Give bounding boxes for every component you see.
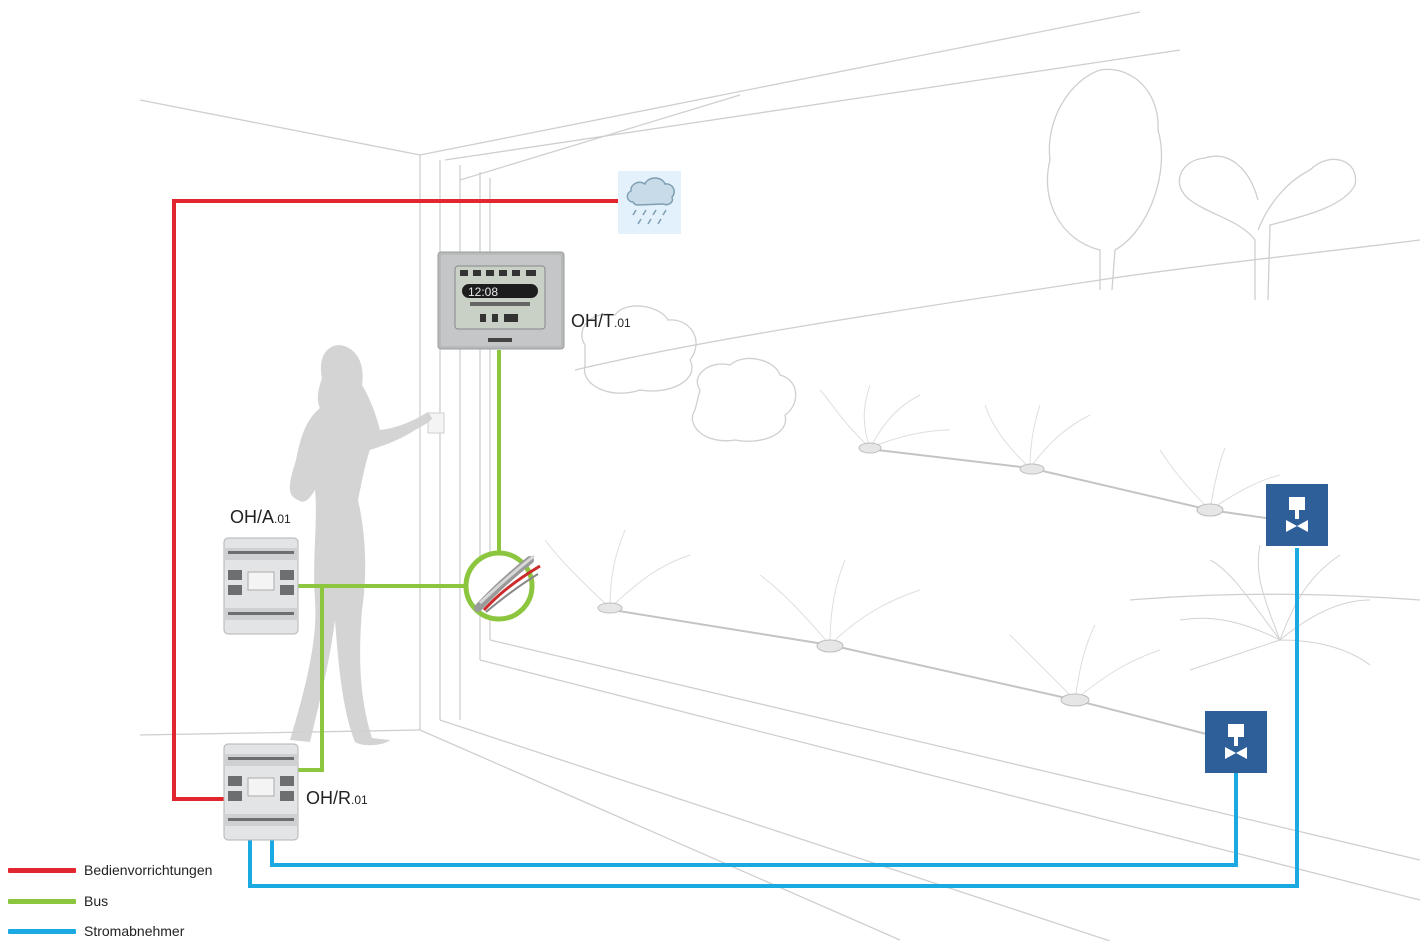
legend-swatch-blue — [8, 928, 76, 934]
thermostat-name: OH/T — [571, 311, 614, 331]
red-control-wire — [172, 199, 620, 801]
thermostat-suffix: .01 — [614, 316, 631, 330]
legend-item-bus: Bus — [8, 892, 108, 910]
control-panel-device: 12:08 — [437, 251, 565, 350]
tree-sketch — [581, 68, 1357, 442]
thermostat-label: OH/T.01 — [571, 311, 631, 332]
rain-cloud-icon — [626, 177, 675, 225]
actuator-name: OH/A — [230, 507, 275, 527]
actuator-suffix: .01 — [274, 512, 291, 526]
cable-icon — [463, 550, 541, 622]
green-bus-wires — [298, 350, 501, 772]
sprinkler-sprays — [544, 384, 1281, 701]
receiver-label: OH/R.01 — [306, 788, 368, 809]
blue-power-wires — [248, 548, 1299, 888]
sprinkler-pipes — [599, 447, 1281, 736]
sprinkler-heads — [597, 442, 1224, 707]
valve-box-2 — [1205, 711, 1267, 773]
plant-sketch — [1179, 544, 1371, 671]
panel-display-time: 12:08 — [468, 285, 498, 299]
legend-label: Bedienvorrichtungen — [84, 862, 213, 878]
legend-label: Bus — [84, 893, 109, 909]
legend-item-power: Stromabnehmer — [8, 922, 184, 940]
legend-item-control: Bedienvorrichtungen — [8, 861, 212, 879]
actuator-label: OH/A.01 — [230, 507, 291, 528]
person-silhouette — [289, 345, 432, 746]
valve-icon — [1286, 497, 1308, 532]
receiver-name: OH/R — [306, 788, 351, 808]
legend-swatch-red — [8, 867, 76, 873]
actuator-device — [223, 537, 299, 635]
receiver-device — [223, 743, 299, 841]
legend-label: Stromabnehmer — [84, 923, 185, 939]
receiver-suffix: .01 — [351, 793, 368, 807]
valve-icon — [1225, 724, 1247, 759]
valve-box-1 — [1266, 484, 1328, 546]
legend-swatch-green — [8, 898, 76, 904]
rain-sensor — [618, 171, 681, 234]
